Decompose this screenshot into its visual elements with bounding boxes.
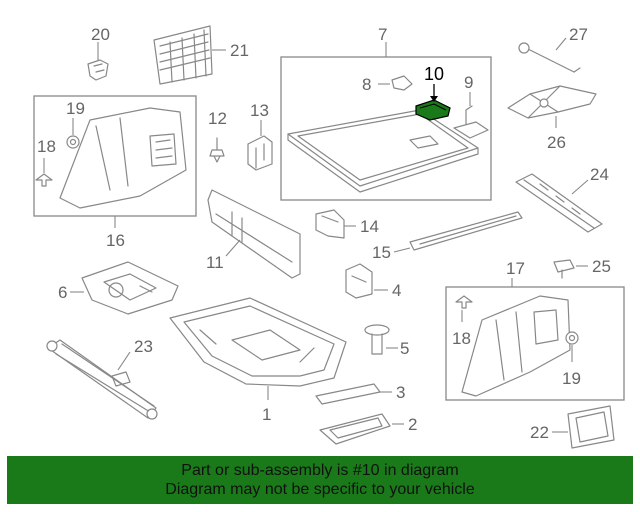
callout-3: 3	[396, 383, 405, 402]
callout-15: 15	[372, 243, 391, 262]
notice-banner: Part or sub-assembly is #10 in diagram D…	[7, 456, 633, 504]
leader-23	[117, 351, 131, 371]
part-9-hook[interactable]	[453, 105, 489, 139]
callout-24: 24	[590, 165, 609, 184]
callout-16: 16	[106, 231, 125, 250]
part-17-right-trim-panel[interactable]	[461, 295, 571, 397]
leader-11	[225, 239, 241, 257]
group-box-17	[445, 286, 625, 401]
part-2-storage-tray[interactable]	[319, 413, 391, 445]
part-20-clip[interactable]	[87, 59, 109, 81]
callout-8: 8	[362, 75, 371, 94]
callout-18a: 18	[37, 137, 56, 156]
callout-14: 14	[360, 217, 379, 236]
callout-10: 10	[424, 64, 444, 84]
callout-19b: 19	[562, 369, 581, 388]
banner-line-1: Part or sub-assembly is #10 in diagram	[181, 462, 459, 479]
callout-20: 20	[91, 25, 110, 44]
callout-9: 9	[464, 73, 473, 92]
part-7-floor-panel[interactable]	[287, 109, 479, 193]
callout-5: 5	[400, 339, 409, 358]
part-27-jack-handle[interactable]	[518, 42, 581, 73]
part-22-plate[interactable]	[567, 405, 615, 449]
part-24-sill-plate[interactable]	[515, 173, 603, 233]
part-5-plug[interactable]	[364, 324, 390, 355]
callout-1: 1	[262, 405, 271, 424]
part-19-clip-left[interactable]	[66, 135, 80, 149]
callout-12: 12	[208, 109, 227, 128]
callout-6: 6	[58, 283, 67, 302]
part-18-clip-left[interactable]	[35, 173, 53, 187]
callout-26: 26	[547, 133, 566, 152]
callout-22: 22	[530, 423, 549, 442]
callout-11: 11	[206, 253, 224, 272]
leader-10-arrow	[430, 96, 438, 102]
part-11-rear-panel[interactable]	[207, 189, 301, 279]
part-19-clip-right[interactable]	[565, 331, 579, 345]
leader-15	[393, 247, 411, 253]
part-8-clip[interactable]	[391, 75, 413, 91]
callout-21: 21	[230, 41, 249, 60]
callout-25: 25	[592, 257, 611, 276]
part-13-bracket[interactable]	[247, 135, 273, 171]
part-6-foam-insert[interactable]	[81, 261, 179, 315]
part-1-trunk-tub[interactable]	[169, 297, 347, 387]
part-16-left-trim-panel[interactable]	[59, 107, 187, 209]
leader-27	[555, 37, 567, 51]
part-18-clip-right[interactable]	[455, 295, 473, 309]
exploded-parts-diagram: 20 21 19 18 16	[33, 25, 625, 449]
callout-19a: 19	[66, 99, 85, 118]
callout-23: 23	[134, 337, 153, 356]
part-15-trim-strip[interactable]	[409, 211, 523, 251]
leader-24	[571, 179, 589, 195]
callout-4: 4	[392, 281, 401, 300]
callout-13: 13	[250, 101, 269, 120]
part-4-bracket[interactable]	[345, 263, 373, 299]
callout-17: 17	[506, 259, 525, 278]
part-26-jack[interactable]	[507, 85, 597, 119]
part-3-cover-strip[interactable]	[315, 383, 381, 405]
part-14-bracket[interactable]	[315, 209, 345, 239]
banner-line-2: Diagram may not be specific to your vehi…	[165, 481, 475, 498]
part-25-push-clip[interactable]	[553, 259, 575, 279]
part-12-push-clip[interactable]	[209, 137, 225, 163]
callout-7: 7	[378, 25, 387, 44]
callout-2: 2	[408, 415, 417, 434]
callout-27: 27	[569, 25, 588, 44]
part-23-cargo-cover[interactable]	[46, 339, 158, 420]
part-21-cargo-net[interactable]	[153, 25, 213, 85]
callout-18b: 18	[452, 329, 471, 348]
